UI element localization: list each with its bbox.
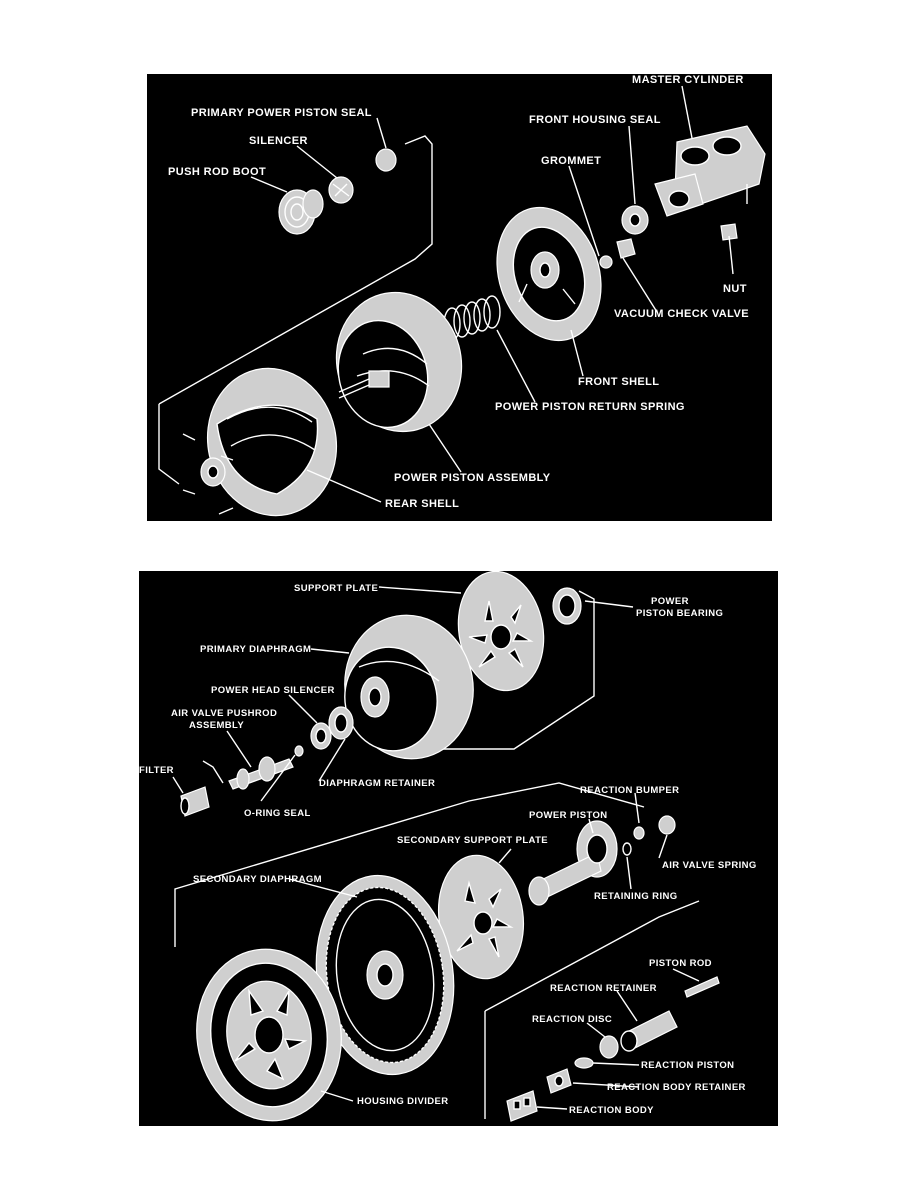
secondary-support-plate-part [437,854,525,980]
label-power-piston-bearing-line1: POWER [651,596,689,607]
label-secondary-diaphragm: SECONDARY DIAPHRAGM [193,874,322,885]
housing-divider-part [196,948,342,1122]
label-housing-divider: HOUSING DIVIDER [357,1096,449,1107]
vacuum-check-valve-part [616,238,636,259]
power-piston-assembly-part [335,291,463,433]
top-diagram-svg: MASTER CYLINDER FRONT HOUSING SEAL PRIMA… [158,74,766,517]
label-reaction-piston: REACTION PISTON [641,1060,734,1071]
reaction-piston-part [574,1057,594,1069]
label-reaction-body: REACTION BODY [569,1105,654,1116]
label-secondary-support-plate: SECONDARY SUPPORT PLATE [397,835,548,846]
master-cylinder-nut-part [720,223,738,241]
label-diaphragm-retainer: DIAPHRAGM RETAINER [319,778,435,789]
label-piston-rod: PISTON ROD [649,958,712,969]
label-master-cylinder: MASTER CYLINDER [632,74,744,86]
bottom-assembly-lines [174,590,700,1119]
power-piston-part [528,820,618,906]
front-shell-part [496,206,602,342]
master-cylinder-part [654,125,766,217]
label-power-piston-bearing-line2: PISTON BEARING [636,608,723,619]
label-reaction-retainer: REACTION RETAINER [550,983,657,994]
air-valve-pushrod-assembly-part [228,745,304,790]
power-piston-bearing-part [552,587,582,625]
assembly-line-upper [158,135,433,405]
label-power-piston-assembly: POWER PISTON ASSEMBLY [394,472,551,484]
label-primary-diaphragm: PRIMARY DIAPHRAGM [200,644,311,655]
label-grommet: GROMMET [541,155,601,167]
push-rod-boot-part [278,189,324,235]
silencer-part [328,176,354,204]
label-reaction-bumper: REACTION BUMPER [580,785,679,796]
power-head-silencer-part [310,722,332,750]
grommet-part [599,255,613,269]
front-housing-seal-part [621,205,649,235]
label-power-head-silencer: POWER HEAD SILENCER [211,685,335,696]
diaphragm-retainer-part [328,706,354,740]
primary-diaphragm-part [344,614,474,760]
label-o-ring-seal: O-RING SEAL [244,808,311,819]
label-front-shell: FRONT SHELL [578,376,659,388]
label-reaction-body-retainer: REACTION BODY RETAINER [607,1082,746,1093]
label-silencer: SILENCER [249,135,308,147]
reaction-body-part [506,1090,538,1122]
label-nut: NUT [723,283,747,295]
air-valve-spring-part [658,815,676,835]
label-air-valve-pushrod-line2: ASSEMBLY [189,720,244,731]
label-power-piston-return-spring: POWER PISTON RETURN SPRING [495,401,685,413]
label-air-valve-spring: AIR VALVE SPRING [662,860,757,871]
label-rear-shell: REAR SHELL [385,498,459,510]
label-reaction-disc: REACTION DISC [532,1014,612,1025]
assembly-line-left [158,404,180,485]
label-power-piston: POWER PISTON [529,810,608,821]
label-retaining-ring: RETAINING RING [594,891,678,902]
reaction-disc-part [599,1035,619,1059]
reaction-body-retainer-part [546,1068,572,1094]
booster-exploded-view-bottom: SUPPORT PLATE POWER PISTON BEARING PRIMA… [139,571,778,1126]
reaction-bumper-part [633,826,645,840]
label-support-plate: SUPPORT PLATE [294,583,378,594]
filter-part [180,786,210,817]
retaining-ring-part [622,842,632,856]
power-piston-return-spring-part [443,295,501,341]
booster-exploded-view-top: MASTER CYLINDER FRONT HOUSING SEAL PRIMA… [147,74,772,521]
rear-shell-part [182,367,338,517]
label-vacuum-check-valve: VACUUM CHECK VALVE [614,308,749,320]
primary-power-piston-seal-part [375,148,397,172]
piston-rod-part [684,976,720,998]
reaction-retainer-part [620,1010,678,1052]
bottom-leader-lines [172,586,700,1110]
top-leader-lines [250,85,734,503]
bottom-diagram-svg: SUPPORT PLATE POWER PISTON BEARING PRIMA… [139,571,757,1122]
label-air-valve-pushrod-line1: AIR VALVE PUSHROD [171,708,277,719]
support-plate-part [457,571,545,692]
label-primary-power-piston-seal: PRIMARY POWER PISTON SEAL [191,107,372,119]
label-front-housing-seal: FRONT HOUSING SEAL [529,114,661,126]
label-push-rod-boot: PUSH ROD BOOT [168,166,266,178]
label-filter: FILTER [139,765,174,776]
